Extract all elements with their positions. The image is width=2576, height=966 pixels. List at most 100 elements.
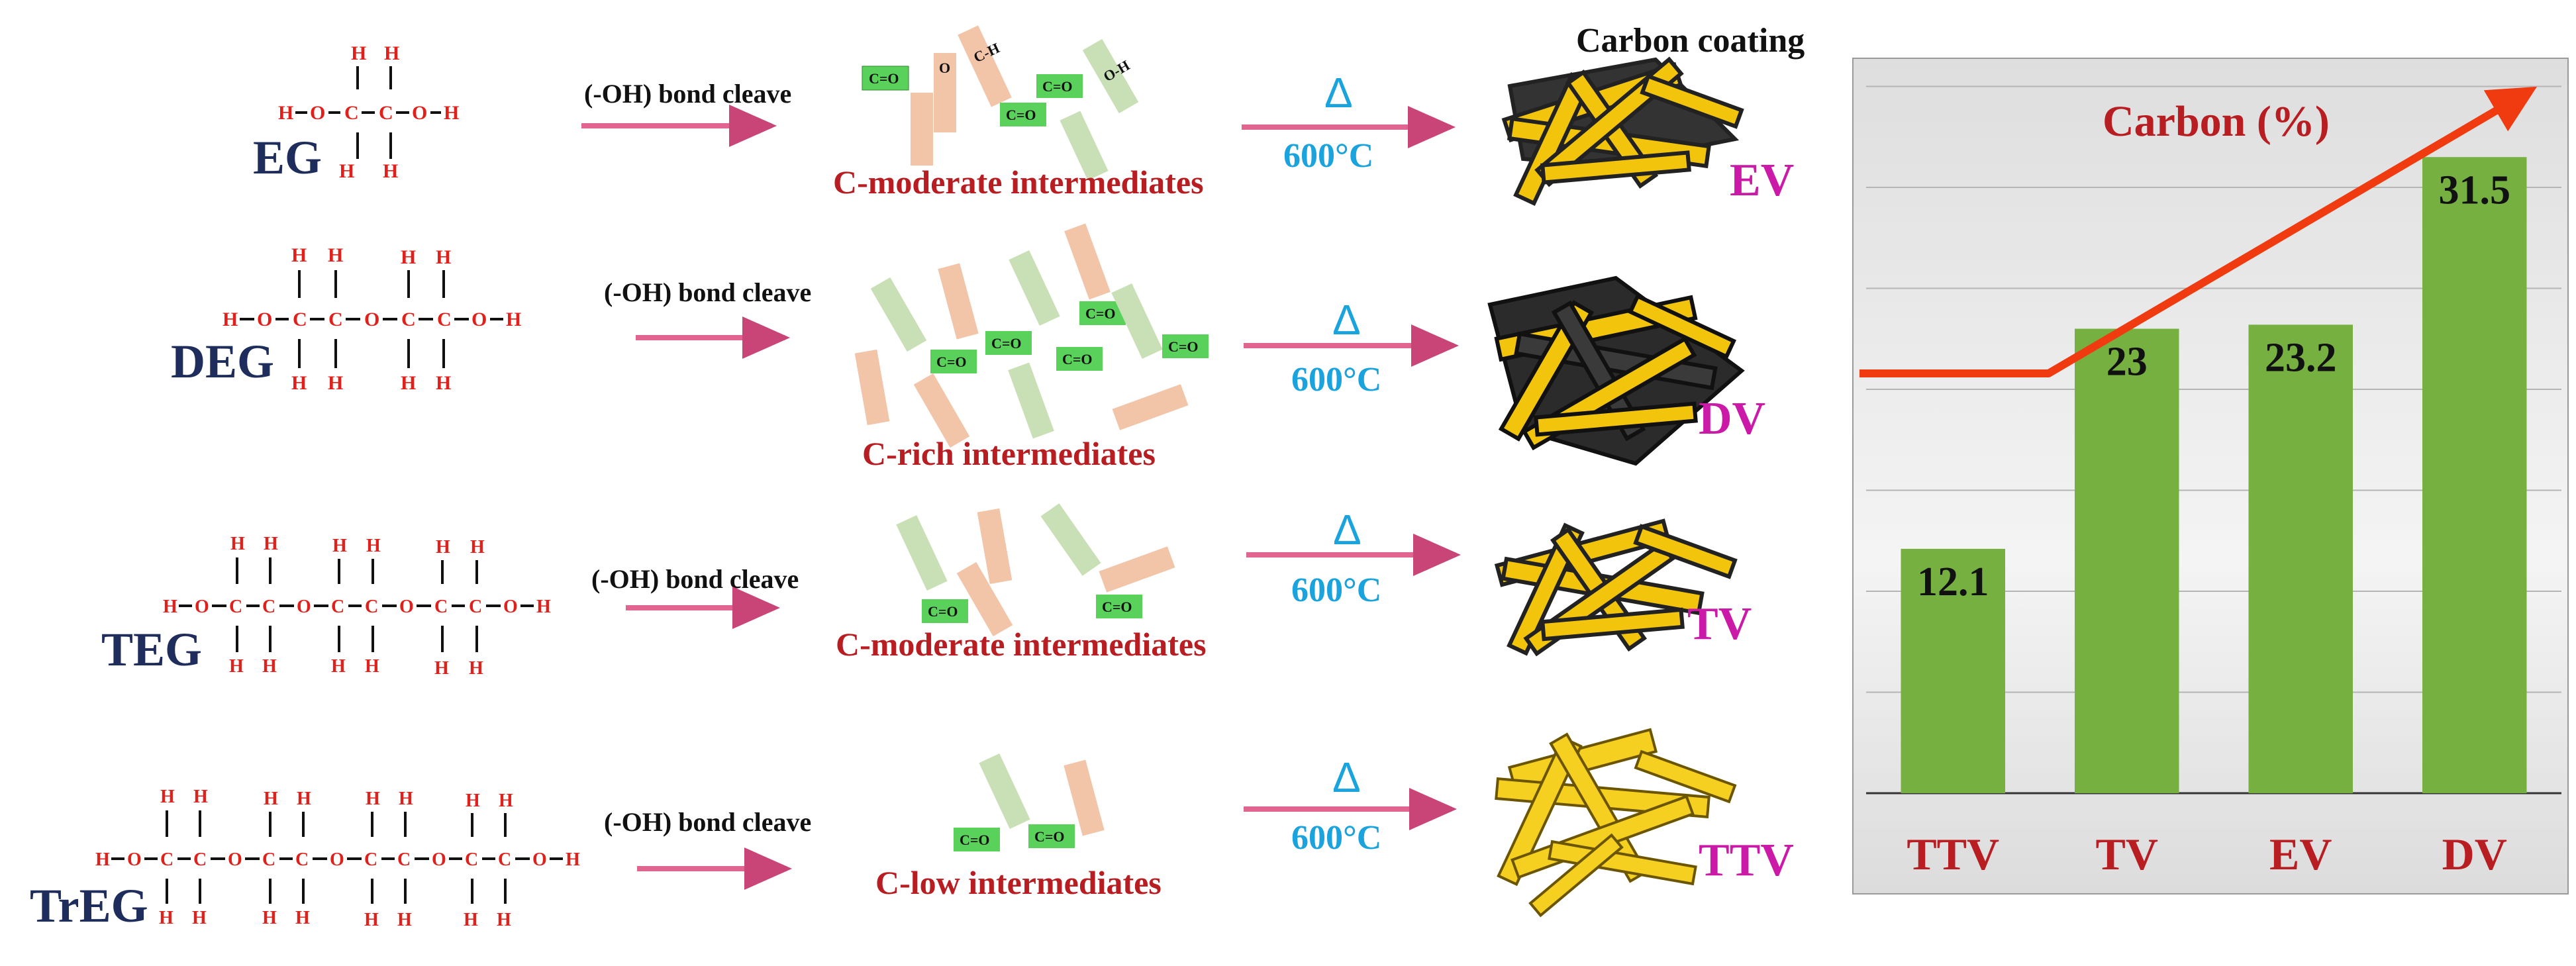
svg-text:H: H bbox=[328, 244, 343, 266]
molecule-teg-structure: H H H H H H H O C C O C C O bbox=[163, 534, 551, 679]
intermediate-cluster: C=O O C-H C=O O-H C=O bbox=[862, 25, 1139, 181]
atom-h: H bbox=[384, 42, 399, 64]
svg-text:C: C bbox=[193, 849, 207, 870]
svg-text:O: O bbox=[364, 309, 379, 330]
row-treg: H H H H H H H H H O C C O C bbox=[30, 728, 1794, 932]
svg-text:H: H bbox=[436, 246, 451, 268]
svg-text:H: H bbox=[328, 372, 343, 394]
heat-symbol: Δ bbox=[1333, 506, 1362, 554]
intermediate-label: C-low intermediates bbox=[875, 864, 1162, 901]
molecule-deg-structure: H H H H H O C C O C C O H bbox=[223, 244, 521, 394]
svg-text:H: H bbox=[436, 537, 450, 557]
svg-text:O: O bbox=[471, 309, 487, 330]
intermediate-label: C-rich intermediates bbox=[862, 435, 1156, 472]
cleave-label: (-OH) bond cleave bbox=[584, 79, 791, 109]
bar-dv bbox=[2422, 157, 2527, 793]
category-label: DV bbox=[2442, 829, 2507, 879]
svg-text:C: C bbox=[469, 597, 482, 617]
svg-text:H: H bbox=[192, 908, 207, 928]
svg-text:H: H bbox=[160, 787, 175, 807]
svg-text:C: C bbox=[262, 597, 275, 617]
row-deg: H H H H H O C C O C C O H bbox=[171, 223, 1765, 472]
svg-text:C: C bbox=[437, 309, 452, 330]
molecule-eg-label: EG bbox=[253, 131, 322, 184]
intermediate-cluster: C=O C=O bbox=[954, 753, 1105, 851]
cleave-label: (-OH) bond cleave bbox=[591, 564, 799, 594]
svg-text:C: C bbox=[498, 849, 511, 870]
product-dv-cluster bbox=[1487, 275, 1745, 466]
bar-tv bbox=[2075, 328, 2179, 793]
svg-text:H: H bbox=[466, 791, 480, 811]
row-eg: H H H O C C O H H H EG (-OH) bond cleave… bbox=[253, 22, 1805, 206]
molecule-eg-structure: H H H O C C O H H H bbox=[278, 42, 459, 182]
temperature-label: 600°C bbox=[1291, 819, 1381, 857]
svg-text:C=O: C=O bbox=[928, 603, 958, 620]
atom-o: O bbox=[412, 102, 427, 124]
atom-c: C bbox=[344, 102, 359, 124]
svg-text:H: H bbox=[497, 910, 511, 930]
coating-label: Carbon coating bbox=[1576, 22, 1805, 60]
svg-text:H: H bbox=[229, 656, 244, 677]
svg-text:H: H bbox=[295, 908, 310, 928]
svg-text:C=O: C=O bbox=[936, 354, 967, 370]
intermediate-cluster: C=O C=O C=O C=O C=O bbox=[854, 223, 1209, 448]
svg-text:H: H bbox=[366, 789, 380, 809]
temperature-label: 600°C bbox=[1283, 137, 1373, 175]
svg-text:O: O bbox=[939, 60, 950, 76]
svg-text:C=O: C=O bbox=[1006, 107, 1036, 123]
svg-text:H: H bbox=[464, 910, 478, 930]
svg-text:C: C bbox=[364, 849, 377, 870]
molecule-treg-structure: H H H H H H H H H O C C O C bbox=[95, 787, 580, 930]
svg-text:C=O: C=O bbox=[960, 832, 990, 848]
product-tv-cluster bbox=[1494, 518, 1738, 657]
temperature-label: 600°C bbox=[1291, 361, 1381, 399]
cleave-label: (-OH) bond cleave bbox=[604, 807, 811, 837]
svg-text:H: H bbox=[159, 908, 173, 928]
svg-text:H: H bbox=[499, 791, 513, 811]
svg-text:H: H bbox=[469, 658, 483, 679]
atom-h: H bbox=[383, 160, 398, 182]
svg-text:H: H bbox=[366, 536, 381, 556]
atom-o: O bbox=[310, 102, 325, 124]
svg-text:H: H bbox=[262, 656, 277, 677]
svg-text:C: C bbox=[365, 597, 378, 617]
svg-text:C: C bbox=[397, 849, 411, 870]
category-label: EV bbox=[2269, 829, 2332, 879]
svg-text:C=O: C=O bbox=[869, 70, 899, 87]
svg-text:C=O: C=O bbox=[1034, 828, 1065, 845]
svg-text:H: H bbox=[536, 597, 551, 617]
svg-text:H: H bbox=[434, 658, 449, 679]
product-ttv-label: TTV bbox=[1699, 835, 1794, 886]
svg-text:H: H bbox=[331, 656, 346, 677]
temperature-label: 600°C bbox=[1291, 571, 1381, 609]
molecule-treg-label: TrEG bbox=[30, 879, 148, 932]
svg-text:C: C bbox=[229, 597, 242, 617]
svg-text:C=O: C=O bbox=[1102, 599, 1132, 615]
atom-h: H bbox=[278, 102, 293, 124]
svg-text:H: H bbox=[506, 309, 521, 330]
trend-arrow bbox=[1859, 86, 2538, 377]
intermediate-label: C-moderate intermediates bbox=[833, 164, 1204, 201]
svg-text:O: O bbox=[228, 849, 242, 870]
product-ev-label: EV bbox=[1730, 155, 1794, 206]
product-ev-cluster bbox=[1501, 56, 1744, 206]
svg-text:H: H bbox=[397, 910, 412, 930]
svg-text:C: C bbox=[401, 309, 416, 330]
svg-text:C: C bbox=[160, 849, 173, 870]
svg-text:H: H bbox=[264, 534, 278, 554]
intermediate-cluster: C=O C=O bbox=[896, 503, 1175, 637]
svg-text:H: H bbox=[297, 789, 311, 809]
svg-text:H: H bbox=[230, 534, 245, 554]
svg-text:H: H bbox=[399, 789, 413, 809]
product-dv-label: DV bbox=[1699, 393, 1765, 444]
svg-text:H: H bbox=[365, 656, 379, 677]
svg-text:O: O bbox=[195, 597, 209, 617]
svg-text:C: C bbox=[328, 309, 343, 330]
atom-h: H bbox=[351, 42, 366, 64]
svg-text:C=O: C=O bbox=[1168, 338, 1199, 355]
product-ttv-cluster bbox=[1495, 728, 1737, 918]
intermediate-label: C-moderate intermediates bbox=[836, 626, 1207, 663]
